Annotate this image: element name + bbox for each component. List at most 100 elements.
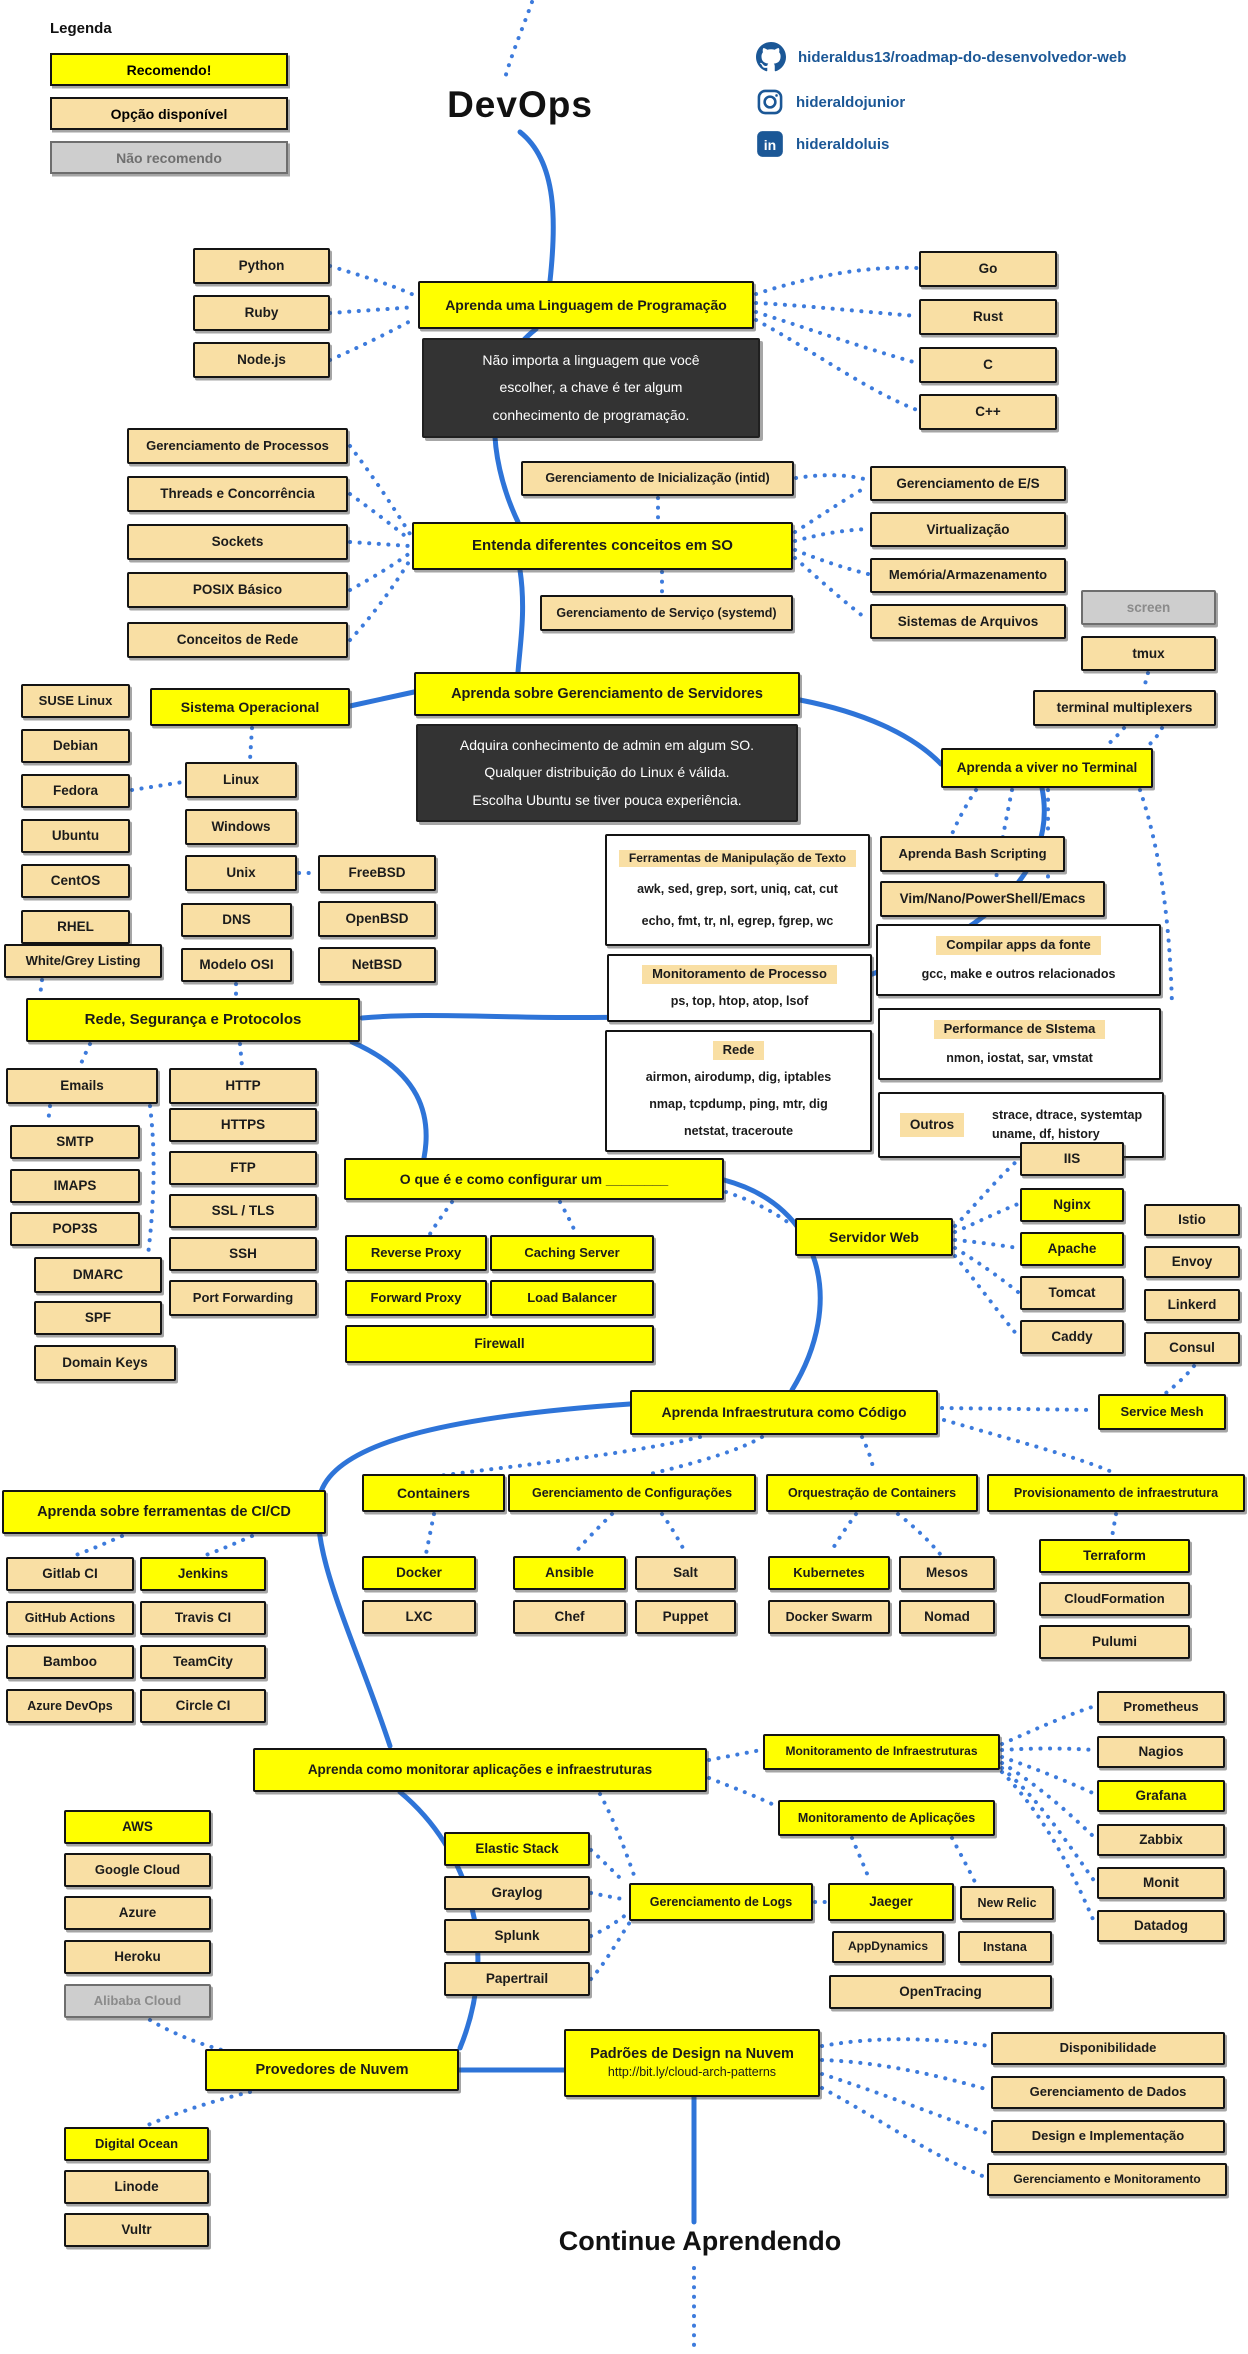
legend: Legenda Recomendo! Opção disponível Não … [50, 20, 290, 185]
entenda-so-node: Entenda diferentes conceitos em SO [412, 522, 793, 570]
jenkins-node: Jenkins [140, 1557, 266, 1591]
linkedin-link[interactable]: in hideraldoluis [756, 130, 889, 158]
circle-ci-node: Circle CI [140, 1689, 266, 1723]
linux-node: Linux [185, 762, 297, 798]
nomad-node: Nomad [899, 1600, 995, 1634]
servidores-note-line: Escolha Ubuntu se tiver pouca experiênci… [472, 791, 742, 808]
https-node: HTTPS [169, 1108, 317, 1142]
monit-node: Monit [1097, 1867, 1225, 1899]
docker-swarm-node: Docker Swarm [768, 1600, 890, 1634]
outros-tools-line: strace, dtrace, systemtap [992, 1108, 1143, 1123]
monitor-processo-title: Monitoramento de Processo [642, 965, 837, 985]
screen-node: screen [1081, 590, 1216, 625]
disponibilidade-node: Disponibilidade [991, 2032, 1225, 2065]
ssh-node: SSH [169, 1237, 317, 1271]
oque-heading-node: O que é e como configurar um ________ [344, 1158, 724, 1200]
linode-node: Linode [64, 2170, 209, 2204]
conceitos-rede-node: Conceitos de Rede [127, 622, 348, 658]
caddy-node: Caddy [1020, 1320, 1124, 1354]
digital-ocean-node: Digital Ocean [64, 2127, 209, 2161]
svg-text:in: in [764, 137, 776, 153]
istio-node: Istio [1144, 1204, 1240, 1236]
mon-infra-node: Monitoramento de Infraestruturas [763, 1734, 1000, 1770]
port-forwarding-node: Port Forwarding [169, 1280, 317, 1316]
performance-sistema-line: nmon, iostat, sar, vmstat [946, 1050, 1093, 1065]
nginx-node: Nginx [1020, 1188, 1124, 1222]
virtualizacao-node: Virtualização [870, 512, 1066, 547]
iis-node: IIS [1020, 1142, 1124, 1176]
monitorar-heading-node: Aprenda como monitorar aplicações e infr… [253, 1748, 707, 1792]
lang-note-line: Não importa a linguagem que você [482, 352, 700, 369]
prometheus-node: Prometheus [1097, 1691, 1225, 1723]
ferramentas-texto-line: echo, fmt, tr, nl, egrep, fgrep, wc [641, 913, 834, 928]
outros-tools-line: uname, df, history [992, 1127, 1100, 1141]
puppet-node: Puppet [635, 1600, 736, 1634]
padroes-url[interactable]: http://bit.ly/cloud-arch-patterns [607, 2065, 777, 2080]
google-cloud-node: Google Cloud [64, 1853, 211, 1887]
gitlab-ci-node: Gitlab CI [6, 1557, 134, 1591]
servidores-note-node: Adquira conhecimento de admin em algum S… [416, 724, 798, 822]
ger-dados-node: Gerenciamento de Dados [991, 2076, 1225, 2109]
opentracing-node: OpenTracing [829, 1975, 1052, 2009]
kubernetes-node: Kubernetes [768, 1556, 890, 1590]
instagram-icon [756, 88, 784, 116]
grafana-node: Grafana [1097, 1780, 1225, 1812]
elastic-stack-node: Elastic Stack [444, 1832, 590, 1866]
unix-node: Unix [185, 855, 297, 891]
tmux-node: tmux [1081, 636, 1216, 671]
padroes-label: Padrões de Design na Nuvem [590, 2046, 794, 2063]
ger-processos-node: Gerenciamento de Processos [127, 428, 348, 464]
github-handle: hideraldus13/roadmap-do-desenvolvedor-we… [798, 48, 1127, 66]
openbsd-node: OpenBSD [318, 901, 436, 937]
linkerd-node: Linkerd [1144, 1289, 1240, 1321]
ssl-tls-node: SSL / TLS [169, 1194, 317, 1228]
heroku-node: Heroku [64, 1940, 211, 1974]
gerconfig-heading-node: Gerenciamento de Configurações [508, 1474, 756, 1512]
ferramentas-texto-title: Ferramentas de Manipulação de Texto [618, 849, 857, 868]
linkedin-icon: in [756, 130, 784, 158]
zabbix-node: Zabbix [1097, 1824, 1225, 1856]
outros-tools-title: Outros [899, 1113, 965, 1137]
c-node: C [919, 347, 1057, 383]
ger-logs-node: Gerenciamento de Logs [629, 1883, 813, 1921]
travis-ci-node: Travis CI [140, 1601, 266, 1635]
imaps-node: IMAPS [10, 1169, 140, 1203]
rede-tools-line: netstat, traceroute [683, 1124, 794, 1139]
papertrail-node: Papertrail [444, 1962, 590, 1996]
dns-node: DNS [181, 903, 292, 937]
splunk-node: Splunk [444, 1919, 590, 1953]
legend-option: Opção disponível [50, 97, 288, 130]
new-relic-node: New Relic [960, 1886, 1054, 1920]
padroes-node: Padrões de Design na Nuvem http://bit.ly/… [564, 2029, 820, 2097]
teamcity-node: TeamCity [140, 1645, 266, 1679]
fedora-node: Fedora [21, 774, 130, 808]
github-link[interactable]: hideraldus13/roadmap-do-desenvolvedor-we… [756, 42, 1126, 72]
datadog-node: Datadog [1097, 1910, 1225, 1942]
github-actions-node: GitHub Actions [6, 1601, 134, 1635]
apache-node: Apache [1020, 1232, 1124, 1266]
envoy-node: Envoy [1144, 1246, 1240, 1278]
service-mesh-node: Service Mesh [1098, 1394, 1226, 1430]
orquestracao-heading-node: Orquestração de Containers [766, 1474, 978, 1512]
netbsd-node: NetBSD [318, 947, 436, 983]
go-node: Go [919, 251, 1057, 287]
rede-tools-line: airmon, airodump, dig, iptables [645, 1070, 832, 1085]
freebsd-node: FreeBSD [318, 855, 436, 891]
salt-node: Salt [635, 1556, 736, 1590]
aws-node: AWS [64, 1810, 211, 1844]
consul-node: Consul [1144, 1332, 1240, 1364]
ger-es-node: Gerenciamento de E/S [870, 466, 1066, 501]
instagram-link[interactable]: hideraldojunior [756, 88, 905, 116]
ftp-node: FTP [169, 1151, 317, 1185]
mon-apl-node: Monitoramento de Aplicações [778, 1800, 995, 1836]
load-balancer-node: Load Balancer [490, 1280, 654, 1316]
http-node: HTTP [169, 1068, 317, 1104]
vim-nano-node: Vim/Nano/PowerShell/Emacs [880, 881, 1105, 917]
docker-node: Docker [362, 1556, 476, 1590]
viver-terminal-node: Aprenda a viver no Terminal [941, 748, 1153, 788]
